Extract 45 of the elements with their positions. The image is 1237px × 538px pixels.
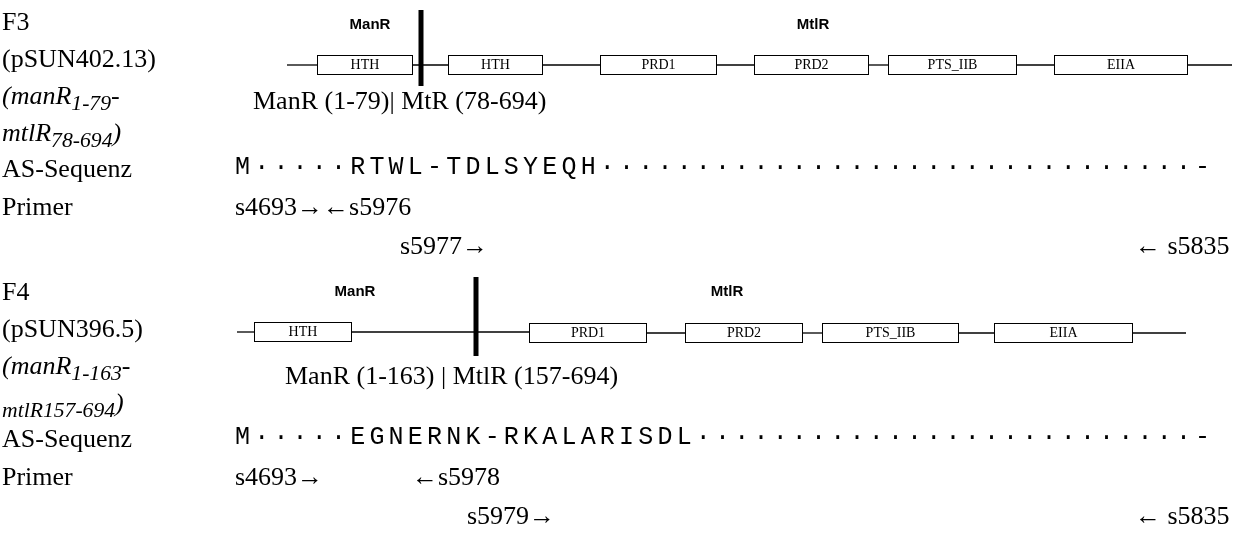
row-label: Primer: [2, 191, 73, 223]
backbone-line: [542, 64, 601, 66]
protein-label: ManR: [349, 15, 391, 33]
row-label: AS-Sequenz: [2, 153, 132, 185]
protein-label: MtlR: [710, 282, 744, 300]
fusion-gene-label: (manR$_{1-163}$-$_{mtlR157-694}$): [2, 350, 132, 421]
fusion-gene-label: (manR$_{1-79}$-mtlR$_{78-694}$): [2, 80, 123, 151]
primer-label: ← s5835: [1135, 500, 1230, 532]
domain-box: PRD2: [685, 323, 803, 343]
domain-box: HTH: [317, 55, 413, 75]
protein-label: ManR: [334, 282, 376, 300]
primer-label: s5977→: [400, 230, 489, 262]
primer-label: ← s5835: [1135, 230, 1230, 262]
plasmid-name: (pSUN402.13): [2, 43, 156, 75]
domain-box: HTH: [448, 55, 543, 75]
row-label: AS-Sequenz: [2, 423, 132, 455]
primer-label: s5979→: [467, 500, 556, 532]
primer-label: s4693→: [235, 461, 324, 493]
fusion-junction-label: ManR (1-163) | MtlR (157-694): [285, 360, 619, 392]
backbone-line: [802, 332, 823, 334]
domain-box: EIIA: [1054, 55, 1188, 75]
plasmid-name: (pSUN396.5): [2, 313, 143, 345]
construct-name: F4: [2, 276, 30, 308]
domain-box: PRD1: [600, 55, 717, 75]
domain-box: PRD2: [754, 55, 869, 75]
backbone-line: [351, 331, 530, 333]
protein-label: MtlR: [796, 15, 830, 33]
domain-box: PTS_IIB: [888, 55, 1017, 75]
domain-box: HTH: [254, 322, 352, 342]
domain-box: EIIA: [994, 323, 1133, 343]
backbone-line: [412, 64, 449, 66]
fusion-junction-label: ManR (1-79)| MtR (78-694): [253, 85, 547, 117]
backbone-line: [646, 332, 686, 334]
domain-box: PTS_IIB: [822, 323, 959, 343]
backbone-line: [958, 332, 995, 334]
construct-name: F3: [2, 6, 30, 38]
domain-box: PRD1: [529, 323, 647, 343]
amino-acid-sequence: M·····EGNERNK-RKALARISDL··························-: [235, 423, 1215, 453]
row-label: Primer: [2, 461, 73, 493]
backbone-line: [716, 64, 755, 66]
primer-label: s4693→←s5976: [235, 191, 412, 223]
amino-acid-sequence: M·····RTWL-TDLSYEQH·······························-: [235, 153, 1215, 183]
backbone-line: [868, 64, 889, 66]
backbone-line: [1016, 64, 1055, 66]
primer-label: ←s5978: [412, 461, 501, 493]
